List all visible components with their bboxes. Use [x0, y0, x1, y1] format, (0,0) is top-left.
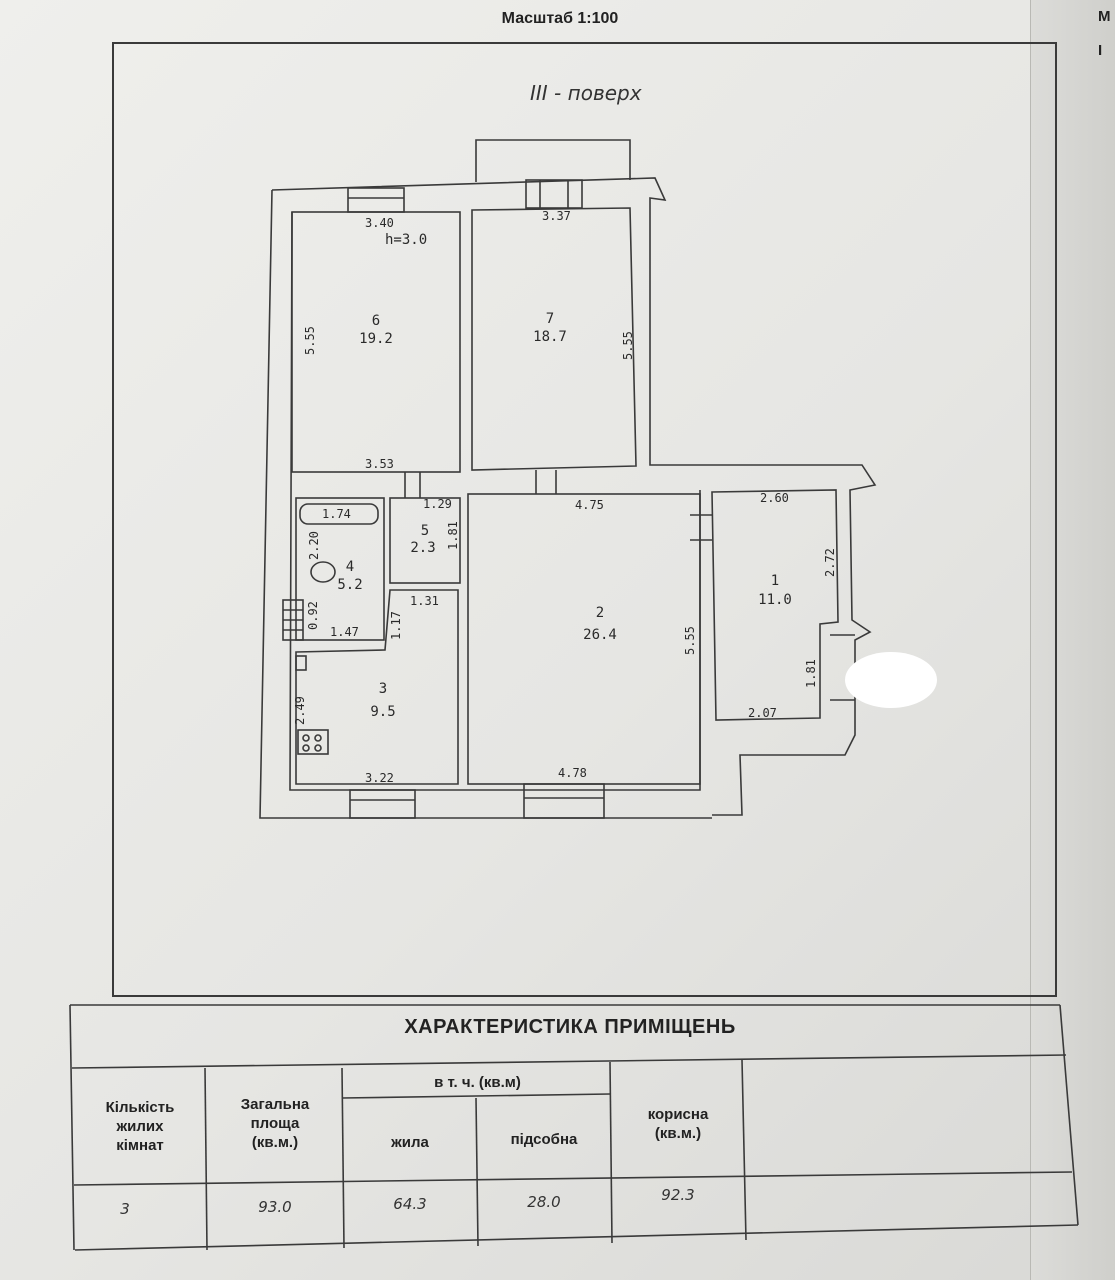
dimension-label: 4.75: [575, 498, 604, 512]
dimension-label: 2.20: [307, 531, 321, 560]
rooms-count-value: 3: [120, 1200, 130, 1218]
dimension-label: 1.81: [804, 659, 818, 688]
dimension-label: 1.81: [446, 521, 460, 550]
dimension-label: 1.47: [330, 625, 359, 639]
living-area-value: 64.3: [393, 1195, 427, 1213]
dimension-label: 3.22: [365, 771, 394, 785]
dimension-label: 2.49: [293, 696, 307, 725]
dimension-label: 1.31: [410, 594, 439, 608]
dimension-label: 2.72: [823, 548, 837, 577]
rooms-count-header: Кількість жилих кімнат: [105, 1099, 175, 1154]
floor-label: III - поверх: [530, 81, 642, 105]
room-number: 7: [546, 311, 554, 327]
scale-label: Масштаб 1:100: [501, 10, 619, 27]
dimension-label: 2.60: [760, 491, 789, 505]
room-number: 1: [771, 573, 779, 589]
drawing-frame: [112, 42, 1057, 997]
dimension-label: 3.37: [542, 209, 571, 223]
auxiliary-area-value: 28.0: [527, 1193, 561, 1211]
room-area: 9.5: [370, 704, 395, 720]
dimension-label: 3.40: [365, 216, 394, 230]
living-header: жила: [391, 1134, 429, 1151]
dimension-label: 1.29: [423, 497, 452, 511]
room-number: 2: [596, 605, 604, 621]
auxiliary-header: підсобна: [510, 1131, 578, 1148]
side-mark: М: [1098, 8, 1111, 25]
room-number: 4: [346, 559, 354, 575]
room-area: 19.2: [359, 331, 393, 347]
total-area-header: Загальна площа (кв.м.): [240, 1096, 310, 1151]
adjacent-page: [1030, 0, 1115, 1280]
room-area: 18.7: [533, 329, 567, 345]
room-number: 6: [372, 313, 380, 329]
room-area: 2.3: [410, 540, 435, 556]
dimension-label: 5.55: [621, 331, 635, 360]
including-header: в т. ч. (кв.м): [434, 1074, 521, 1091]
room-area: 11.0: [758, 592, 792, 608]
total-area-value: 93.0: [258, 1198, 292, 1216]
table-title: ХАРАКТЕРИСТИКА ПРИМІЩЕНЬ: [404, 1016, 736, 1038]
ceiling-height: h=3.0: [385, 232, 427, 248]
dimension-label: 3.53: [365, 457, 394, 471]
useful-header: корисна (кв.м.): [647, 1106, 709, 1142]
dimension-label: 0.92: [306, 601, 320, 630]
dimension-label: 5.55: [303, 326, 317, 355]
useful-area-value: 92.3: [661, 1186, 695, 1204]
room-number: 3: [379, 681, 387, 697]
dimension-label: 1.74: [322, 507, 351, 521]
room-area: 26.4: [583, 627, 617, 643]
side-mark: I: [1098, 42, 1103, 59]
dimension-label: 1.17: [389, 611, 403, 640]
room-area: 5.2: [337, 577, 362, 593]
dimension-label: 4.78: [558, 766, 587, 780]
dimension-label: 2.07: [748, 706, 777, 720]
room-number: 5: [421, 523, 429, 539]
dimension-label: 5.55: [683, 626, 697, 655]
redaction-mark: [845, 652, 937, 708]
